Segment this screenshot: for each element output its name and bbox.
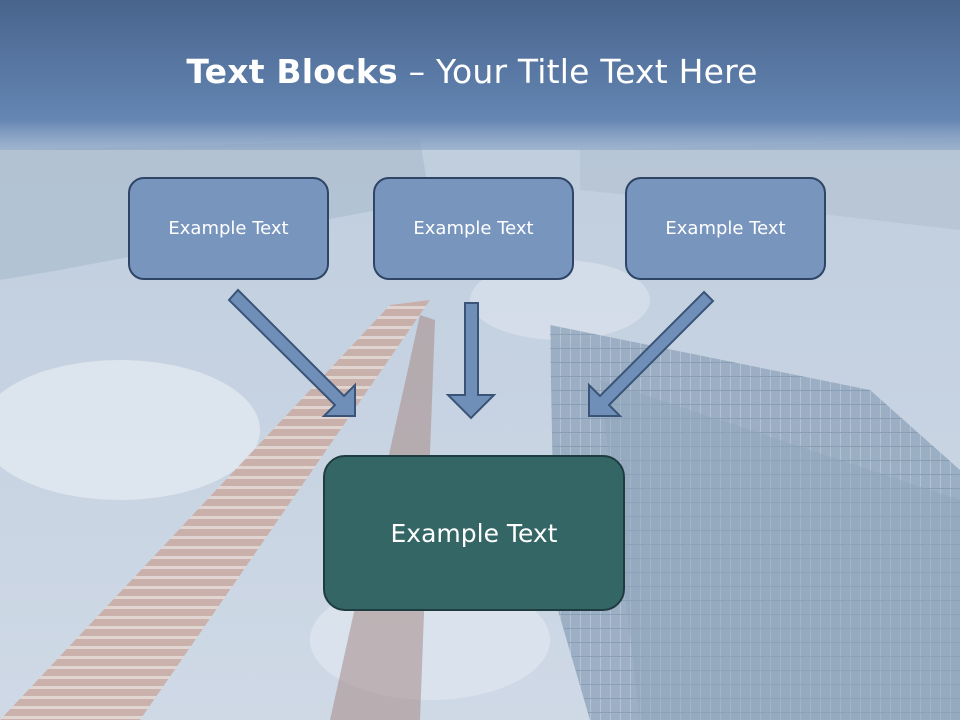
arrow-diagonal-left xyxy=(588,290,715,417)
arrow-diagonal-right xyxy=(227,288,356,417)
text-block-top-left[interactable]: Example Text xyxy=(128,177,329,280)
title-bold: Text Blocks xyxy=(186,52,398,91)
title-dash: – xyxy=(397,52,436,91)
text-block-top-center[interactable]: Example Text xyxy=(373,177,574,280)
text-block-top-right[interactable]: Example Text xyxy=(625,177,826,280)
arrow-down xyxy=(445,302,497,420)
title-rest: Your Title Text Here xyxy=(435,52,758,91)
slide-title: Text Blocks – Your Title Text Here xyxy=(0,52,944,91)
text-block-bottom[interactable]: Example Text xyxy=(323,455,625,611)
